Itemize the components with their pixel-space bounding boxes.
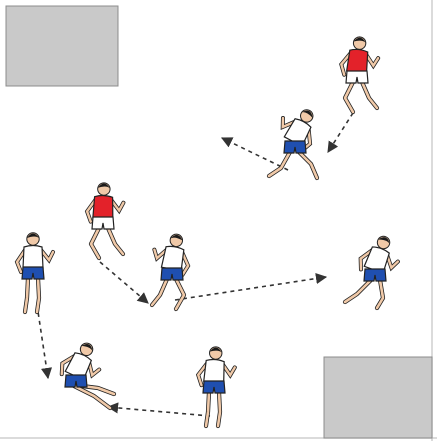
red-player-left [87,182,124,258]
player-shorts [346,71,368,83]
white-player-center [151,231,193,309]
white-player-right [345,231,404,308]
zone-top-left [6,6,118,86]
player-leg-skin [299,152,317,178]
player-shorts [203,381,225,393]
white-player-bottom-left [58,337,114,408]
movement-line [328,113,353,152]
player-shorts [92,217,114,229]
player-shirt [23,246,43,269]
player-shorts [364,269,386,281]
red-player-top-right [340,35,380,112]
player-shirt [347,49,369,73]
white-player-far-left [17,233,53,312]
movement-line [100,262,148,303]
movement-line [175,277,326,300]
player-shirt [93,195,114,218]
player-shirt [204,359,226,383]
player-shorts [22,267,44,279]
movement-line [222,138,288,170]
player-shorts [284,141,306,153]
white-player-bottom-center [197,346,236,426]
player-shirt [161,245,185,271]
player-upper-body [17,233,53,272]
zone-bottom-right [324,357,432,438]
player-shorts [161,268,183,280]
movement-line [37,305,48,378]
white-player-top [269,101,324,178]
movement-line [108,407,210,416]
player-leg-skin [269,152,290,176]
